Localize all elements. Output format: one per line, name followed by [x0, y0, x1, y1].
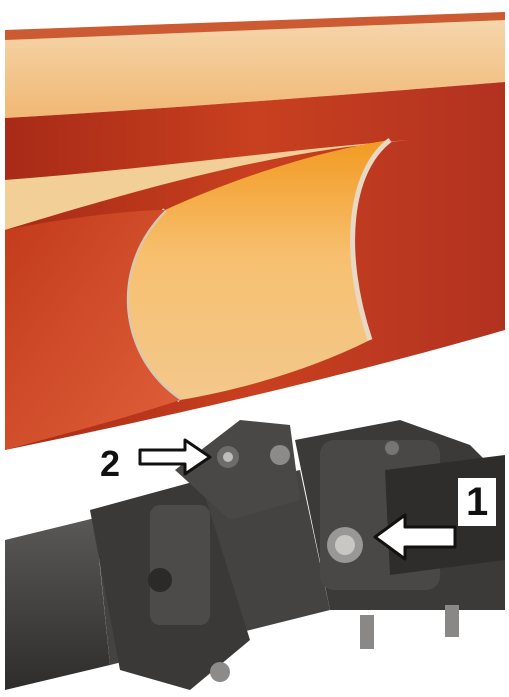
callout-arrow-2: [138, 438, 212, 476]
awning-lower-red: [5, 210, 180, 450]
awning-roll-section: [124, 140, 390, 400]
awning-top-edge: [5, 12, 505, 40]
awning-cream-fold: [5, 140, 410, 230]
callout-arrow-1: [373, 513, 457, 561]
callout-label-2: 2: [100, 443, 121, 484]
bolt-bottom-2: [445, 605, 459, 637]
bracket-hinge-plate: [150, 505, 210, 625]
bolt-bottom-1: [360, 615, 374, 649]
awning-top-band: [5, 12, 505, 118]
bracket-top-link: [175, 420, 300, 520]
bolt-upper-right: [385, 441, 399, 455]
bolt-top: [270, 445, 290, 465]
bracket-arm-left: [5, 518, 110, 690]
bolt-lower: [210, 662, 230, 682]
callout-label-1: 1: [458, 478, 497, 526]
